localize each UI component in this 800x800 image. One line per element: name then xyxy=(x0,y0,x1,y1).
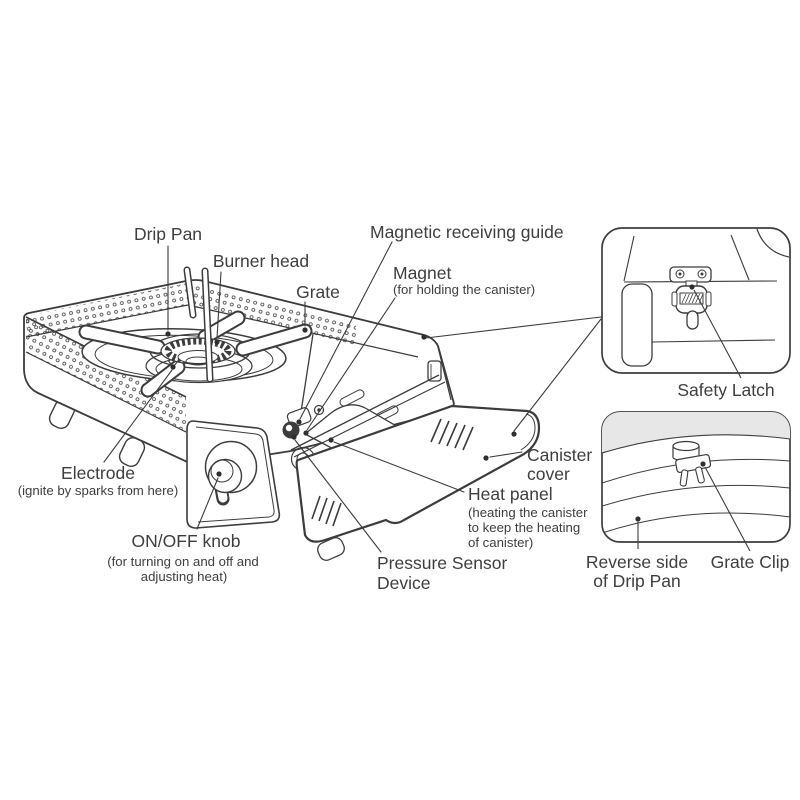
label-drip-pan: Drip Pan xyxy=(134,224,202,244)
leader-dot xyxy=(296,419,302,425)
safety-latch-part xyxy=(669,266,712,330)
control-panel xyxy=(186,420,281,529)
inset-bumper xyxy=(621,283,653,367)
front-rail-lower xyxy=(293,381,446,458)
label-canister-cover-2: cover xyxy=(527,464,570,484)
leader-dot xyxy=(302,327,308,333)
label-burner-head: Burner head xyxy=(213,251,309,271)
leader-dot xyxy=(635,516,641,522)
inset-reference-lines xyxy=(421,316,602,437)
label-magnet: Magnet xyxy=(393,263,452,283)
leader-dot xyxy=(165,331,171,337)
callout-magnetic-receiving-guide: Magnetic receiving guide xyxy=(296,222,564,425)
leader-dot xyxy=(291,434,297,440)
label-grate-clip: Grate Clip xyxy=(711,552,790,572)
leader-dot xyxy=(483,455,489,461)
leader-dot xyxy=(421,334,427,340)
leader-dot xyxy=(700,461,706,467)
inset-safety-latch: Safety Latch xyxy=(601,227,791,400)
label-safety-latch: Safety Latch xyxy=(677,380,774,400)
grate-clip-part xyxy=(672,440,712,487)
label-magnet-note: (for holding the canister) xyxy=(393,282,535,297)
callout-canister-cover: Canister cover xyxy=(483,445,592,484)
burner-head-teeth xyxy=(164,337,232,365)
leader-dot xyxy=(511,431,517,437)
panel-inner-line xyxy=(195,426,275,523)
label-pressure-sensor-1: Pressure Sensor xyxy=(377,553,508,573)
leader-dot xyxy=(170,364,176,370)
compartment-divider xyxy=(300,333,314,413)
drip-pan-assembly xyxy=(78,266,313,398)
inset-pan-curves xyxy=(602,412,790,534)
callout-magnet: Magnet (for holding the canister) xyxy=(303,263,535,436)
perforated-wall-front xyxy=(26,317,186,432)
rim-inner-left xyxy=(25,304,189,338)
cover-corner-foot xyxy=(317,537,345,561)
label-canister-cover-1: Canister xyxy=(527,445,592,465)
perforated-wall-left xyxy=(26,283,188,337)
label-on-off-knob-note-2: adjusting heat) xyxy=(141,569,228,584)
front-rail-upper xyxy=(290,374,440,451)
label-electrode-note: (ignite by sparks from here) xyxy=(18,483,179,498)
grate-arms xyxy=(78,310,313,398)
label-on-off-knob: ON/OFF knob xyxy=(132,531,241,551)
label-reverse-side-2: of Drip Pan xyxy=(593,571,681,591)
callout-electrode: Electrode (ignite by sparks from here) xyxy=(18,364,179,498)
leader-dot xyxy=(216,471,222,477)
label-electrode: Electrode xyxy=(61,463,135,483)
callout-grate: Grate xyxy=(296,282,340,333)
callout-pressure-sensor: Pressure Sensor Device xyxy=(291,434,508,593)
label-pressure-sensor-2: Device xyxy=(377,573,431,593)
label-on-off-knob-note-1: (for turning on and off and xyxy=(107,554,259,569)
cover-vent-slots-right xyxy=(430,418,474,451)
cover-end-cap-line xyxy=(520,413,536,451)
label-heat-panel-note-1: (heating the canister xyxy=(468,505,588,520)
inset-drip-pan-reverse: Reverse side of Drip Pan Grate Clip xyxy=(586,411,791,591)
perforated-wall-back xyxy=(193,285,356,346)
callout-drip-pan: Drip Pan xyxy=(134,224,202,337)
right-wall-edge xyxy=(436,342,452,401)
label-grate: Grate xyxy=(296,282,340,302)
on-off-knob-part xyxy=(207,458,243,506)
label-reverse-side-1: Reverse side xyxy=(586,552,688,572)
callouts: Drip Pan Burner head Grate Magnetic rece… xyxy=(18,222,602,593)
inset-corner-curve xyxy=(756,228,790,258)
callout-burner-head: Burner head xyxy=(213,251,309,345)
label-heat-panel-note-3: of canister) xyxy=(468,535,533,550)
callout-heat-panel: Heat panel (heating the canister to keep… xyxy=(328,437,588,550)
leader-dot xyxy=(328,437,334,443)
latch-hatching xyxy=(681,293,704,304)
base-top-edge xyxy=(25,351,187,433)
label-heat-panel: Heat panel xyxy=(468,484,553,504)
leader-dot xyxy=(303,430,309,436)
grate-blades xyxy=(183,266,214,383)
leader-dot xyxy=(689,284,695,290)
label-heat-panel-note-2: to keep the heating xyxy=(468,520,580,535)
leader-dot xyxy=(214,339,220,345)
label-magnetic-receiving-guide: Magnetic receiving guide xyxy=(370,222,564,242)
callout-on-off-knob: ON/OFF knob (for turning on and off and … xyxy=(107,471,259,584)
cover-vent-slots-left xyxy=(311,495,342,527)
